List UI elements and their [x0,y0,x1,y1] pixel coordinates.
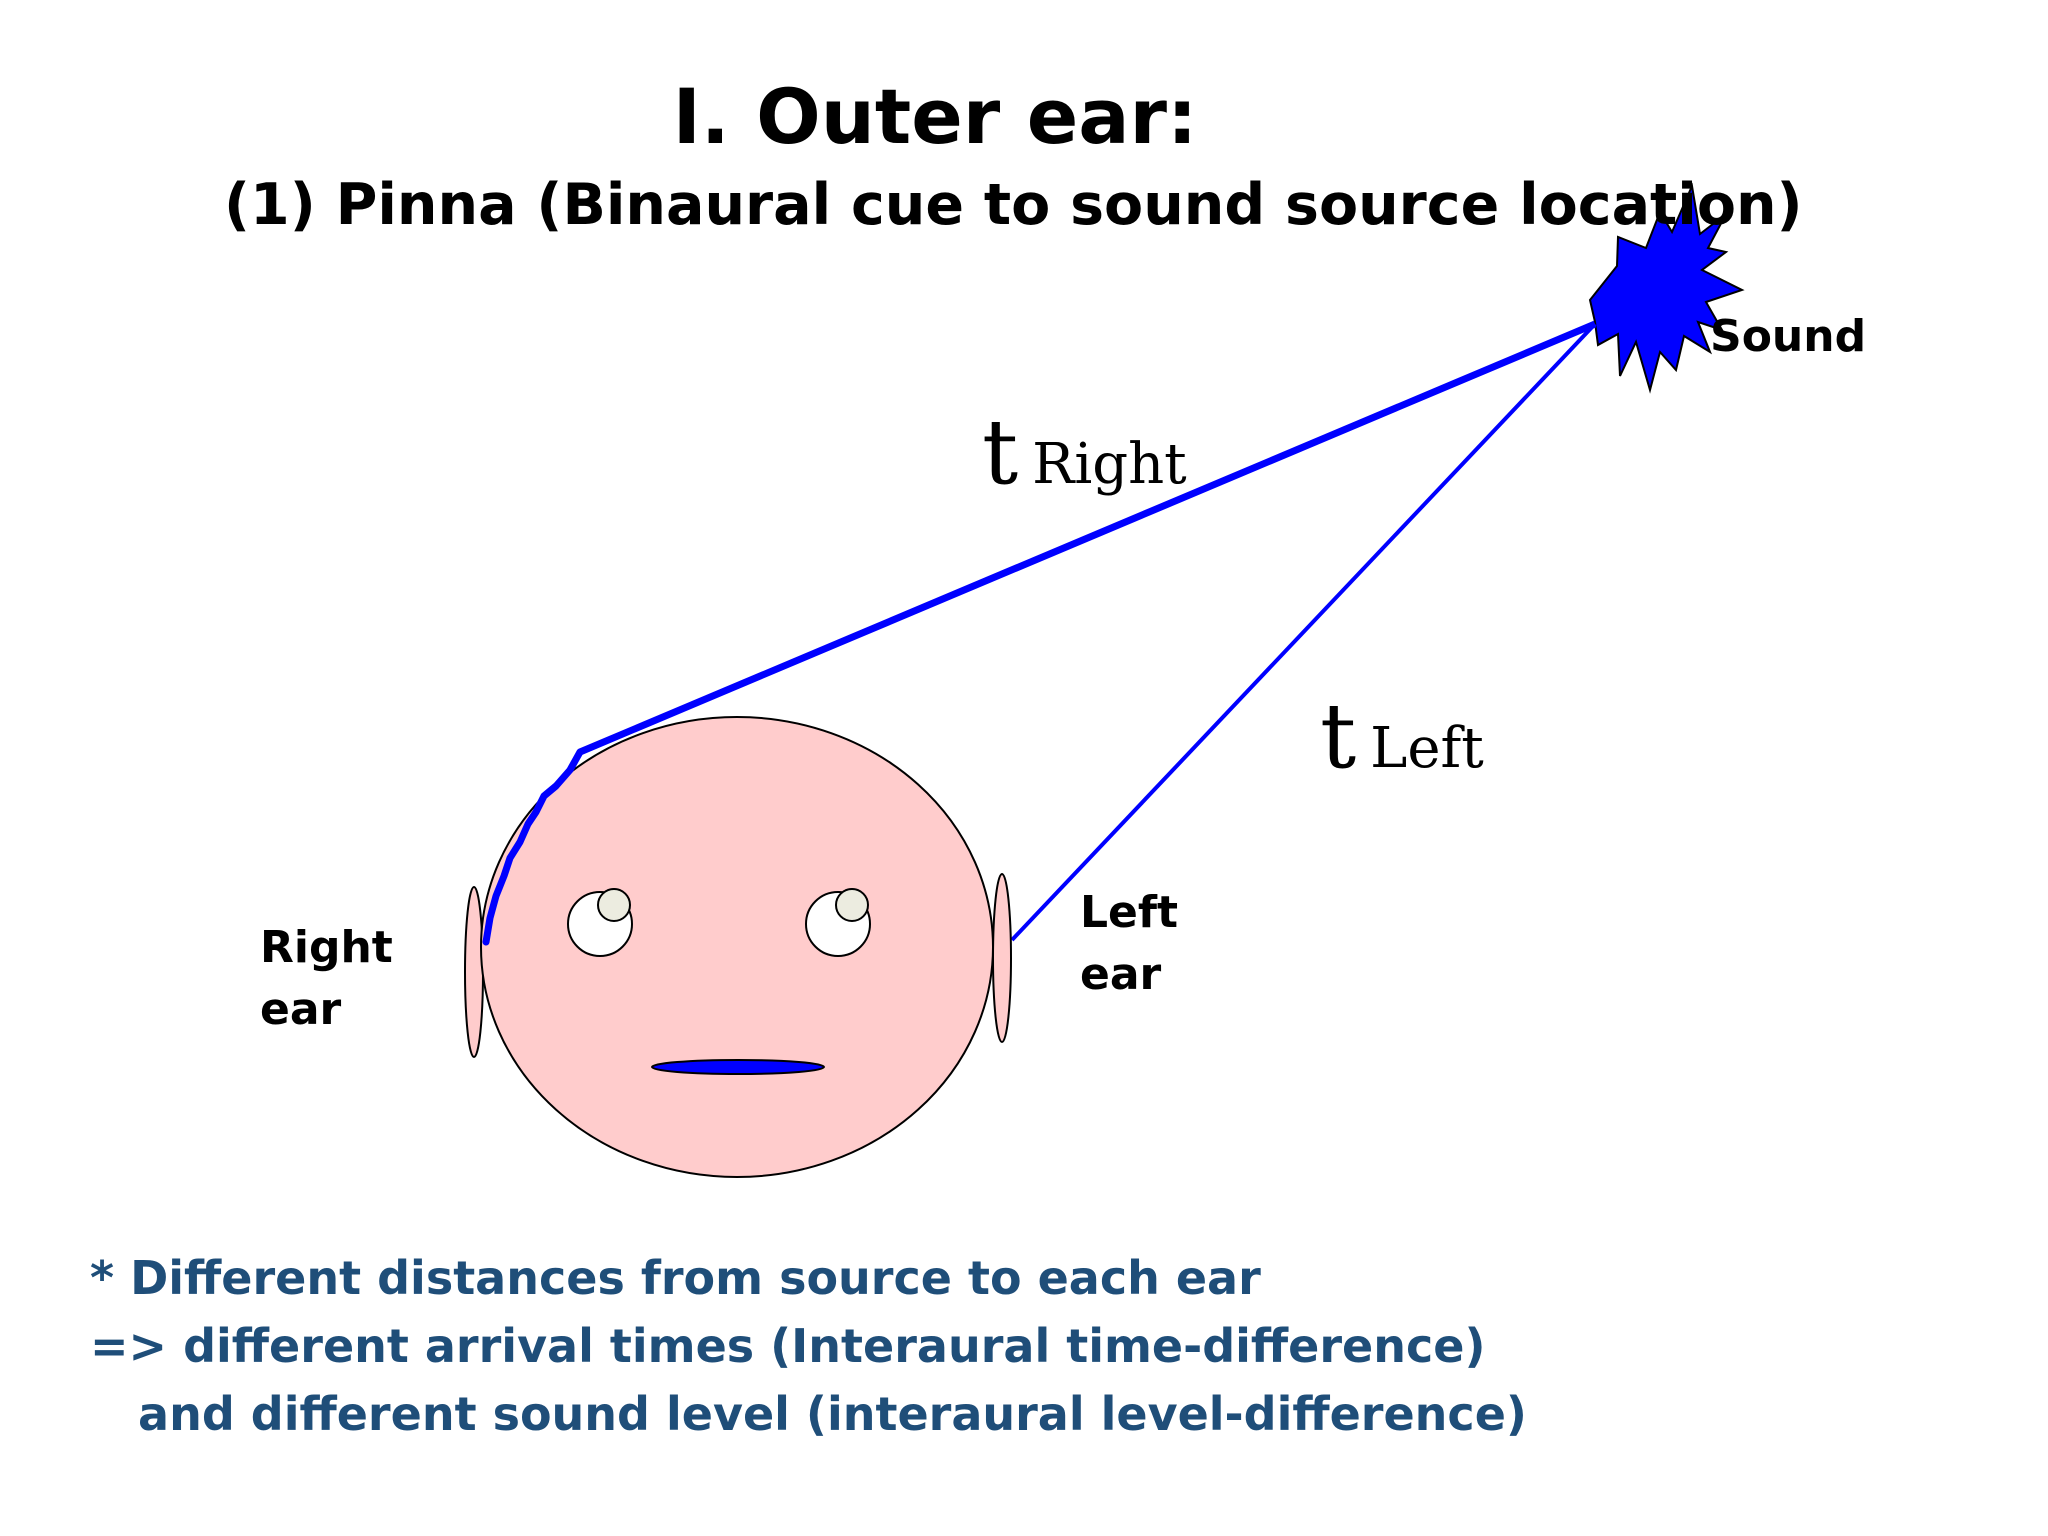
note-line-3: and different sound level (interaural le… [90,1387,1527,1441]
left-ear-label: Left ear [1080,882,1178,1006]
t-right-symbol: t [982,400,1019,505]
right-ear-label-line-2: ear [260,984,342,1035]
sound-label: Sound [1710,311,1867,362]
left-ear-label-line-1: Left [1080,887,1179,938]
path-to-left-ear [1010,322,1597,942]
left-pupil [835,888,869,922]
t-right-subscript: Right [1032,432,1187,497]
path-around-head [482,748,584,946]
t-left-subscript: Left [1370,716,1484,781]
path-to-right-ear [578,320,1597,756]
head [480,716,994,1178]
left-ear-shape [992,873,1012,1043]
right-ear-label: Right ear [260,917,393,1041]
sound-burst-icon [1588,182,1745,394]
mouth [651,1059,825,1075]
page-subtitle: (1) Pinna (Binaural cue to sound source … [224,172,1803,238]
right-pupil [597,888,631,922]
t-left-symbol: t [1320,684,1357,789]
page-title: I. Outer ear: [672,72,1198,161]
explanation-notes: * Different distances from source to eac… [90,1244,1527,1448]
note-line-2: => different arrival times (Interaural t… [90,1319,1486,1373]
right-ear-label-line-1: Right [260,922,393,973]
note-line-1: * Different distances from source to eac… [90,1251,1261,1305]
left-ear-label-line-2: ear [1080,949,1162,1000]
right-ear-shape [464,886,484,1058]
